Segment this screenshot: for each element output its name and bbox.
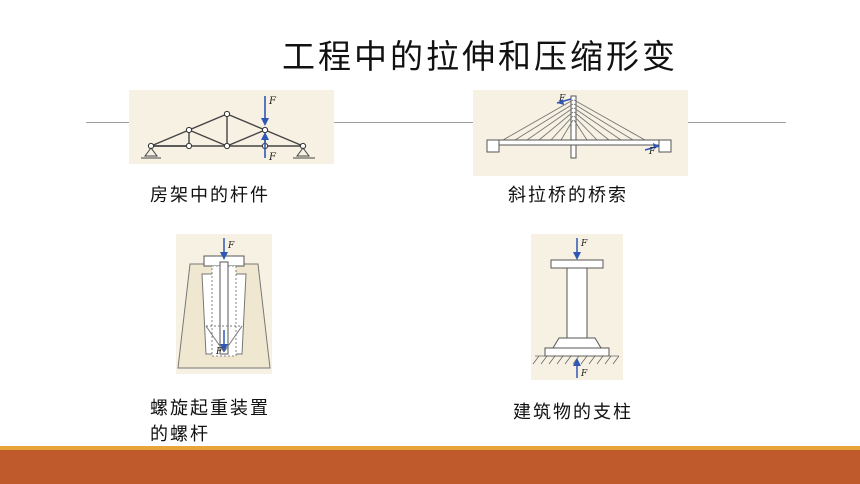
divider-line-middle xyxy=(334,122,474,123)
force-label-f: F xyxy=(580,369,588,379)
caption-roof-truss: 房架中的杆件 xyxy=(150,185,270,206)
force-label-f: F xyxy=(558,94,566,104)
caption-screw-jack-line1: 螺旋起重装置 xyxy=(150,398,270,419)
figure-building-column: F F xyxy=(531,234,623,380)
force-label-f: F xyxy=(580,239,588,249)
divider-line-left xyxy=(86,122,130,123)
figure-cable-bridge: F F xyxy=(473,90,688,176)
caption-screw-jack-line2: 的螺杆 xyxy=(150,424,210,445)
building-column-diagram: F F xyxy=(532,238,620,379)
screw-jack-diagram: F F xyxy=(177,238,271,369)
force-label-f: F xyxy=(268,96,277,107)
footer-bar xyxy=(0,450,860,484)
slide-title: 工程中的拉伸和压缩形变 xyxy=(282,37,678,76)
figure-screw-jack: F F xyxy=(176,234,272,374)
force-label-f: F xyxy=(648,147,656,157)
divider-line-right xyxy=(688,122,786,123)
footer-accent-line xyxy=(0,446,860,450)
cable-bridge-diagram: F F xyxy=(486,94,672,159)
force-label-f: F xyxy=(268,152,277,163)
force-label-f: F xyxy=(227,241,235,251)
roof-truss-diagram: F F xyxy=(141,96,315,163)
figure-roof-truss: F F xyxy=(129,90,334,164)
caption-building-column: 建筑物的支柱 xyxy=(513,402,633,423)
force-label-f: F xyxy=(215,347,223,357)
caption-cable-bridge: 斜拉桥的桥索 xyxy=(508,185,628,206)
